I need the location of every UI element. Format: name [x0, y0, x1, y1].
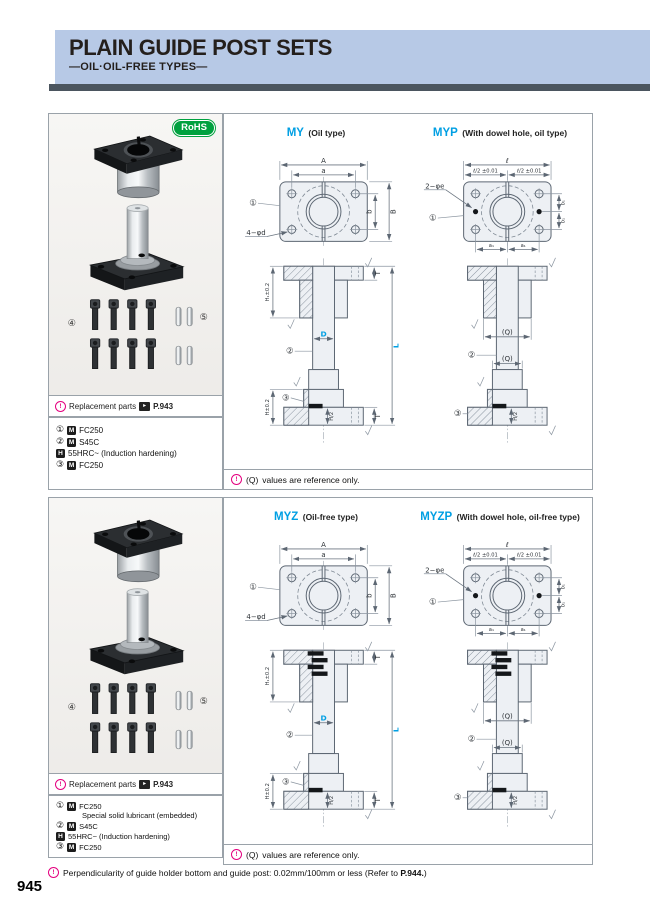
- section-titles: MYZ (Oil-free type) MYZP (With dowel hol…: [224, 507, 592, 529]
- model-desc: (Oil type): [308, 128, 346, 138]
- material-badge: M: [67, 437, 77, 447]
- material-value: FC250: [79, 842, 102, 852]
- replacement-parts-page[interactable]: P.943: [153, 779, 174, 789]
- material-badge: M: [67, 842, 77, 852]
- item-number: ①: [56, 801, 65, 811]
- screws-and-pins-photo: [57, 680, 215, 760]
- material-badge: M: [67, 801, 77, 811]
- list-item: ① M FC250: [56, 425, 215, 435]
- material-badge: M: [67, 460, 77, 470]
- list-item: ③ M FC250: [56, 460, 215, 470]
- material-value: FC250: [79, 425, 104, 435]
- q-label: (Q): [246, 849, 259, 860]
- material-value: FC250: [79, 460, 104, 470]
- note-icon: !: [231, 474, 242, 485]
- section-title-myp: MYP (With dowel hole, oil type): [408, 123, 592, 145]
- material-badge: M: [67, 821, 77, 831]
- hardness-value: 55HRC~ (Induction hardening): [68, 449, 177, 458]
- model-code: MYP: [432, 127, 458, 139]
- section-titles: MY (Oil type) MYP (With dowel hole, oil …: [224, 123, 592, 145]
- section-title-myz: MYZ (Oil-free type): [224, 507, 408, 529]
- material-value: S45C: [79, 437, 100, 447]
- guide-holder-photo: [93, 135, 183, 199]
- q-reference-note: ! (Q) values are reference only.: [224, 469, 592, 489]
- item-number: ③: [56, 842, 65, 852]
- hardness-value: 55HRC~ (Induction hardening): [68, 832, 170, 841]
- hardness-badge: H: [56, 449, 65, 458]
- replacement-parts-label: Replacement parts: [69, 401, 137, 411]
- replacement-parts-note: ! Replacement parts ▸ P.943: [49, 773, 222, 794]
- model-desc: (Oil-free type): [302, 512, 358, 522]
- model-code: MYZP: [420, 511, 453, 523]
- drawing-panel-oilfree: MYZ (Oil-free type) MYZP (With dowel hol…: [223, 497, 593, 865]
- list-item: ② M S45C: [56, 437, 215, 447]
- replacement-parts-page[interactable]: P.943: [153, 401, 174, 411]
- list-item: H 55HRC~ (Induction hardening): [56, 449, 215, 458]
- product-photo-panel-oil: RoHS ! Replacement parts ▸ P.943: [48, 113, 223, 417]
- section-title-myzp: MYZP (With dowel hole, oil-free type): [408, 507, 592, 529]
- replacement-parts-label: Replacement parts: [69, 779, 137, 789]
- guide-holder-photo: [93, 519, 183, 583]
- refer-page[interactable]: P.944.: [400, 867, 424, 878]
- q-text: values are reference only.: [262, 474, 360, 485]
- model-desc: (With dowel hole, oil type): [462, 128, 568, 138]
- hardness-badge: H: [56, 832, 65, 841]
- list-item: ② M S45C: [56, 821, 215, 831]
- materials-list-oilfree: ① M FC250 Special solid lubricant (embed…: [48, 795, 223, 858]
- header-underline: [49, 84, 650, 91]
- model-code: MYZ: [274, 511, 299, 523]
- note-icon: !: [231, 849, 242, 860]
- page-title: PLAIN GUIDE POST SETS: [69, 35, 332, 60]
- q-text: values are reference only.: [262, 849, 360, 860]
- myz-myzp-technical-drawing: [224, 541, 592, 839]
- drawing-panel-oil: MY (Oil type) MYP (With dowel hole, oil …: [223, 113, 593, 490]
- my-myp-technical-drawing: [224, 157, 592, 455]
- screws-and-pins-photo: [57, 296, 215, 376]
- item-number: ②: [56, 437, 65, 447]
- page-subtitle: —OIL·OIL-FREE TYPES—: [69, 61, 208, 74]
- materials-list-oil: ① M FC250 ② M S45C H 55HRC~ (Induction h…: [48, 417, 223, 490]
- material-badge: M: [67, 425, 77, 435]
- replacement-parts-note: ! Replacement parts ▸ P.943: [49, 395, 222, 416]
- product-photo-panel-oilfree: ! Replacement parts ▸ P.943: [48, 497, 223, 795]
- section-title-my: MY (Oil type): [224, 123, 408, 145]
- list-item: ① M FC250: [56, 801, 215, 811]
- guide-post-photo: [89, 204, 184, 291]
- list-item-sub: Special solid lubricant (embedded): [82, 811, 198, 820]
- material-value: S45C: [79, 821, 98, 831]
- q-label: (Q): [246, 474, 259, 485]
- note-icon: !: [55, 400, 66, 412]
- page-reference-icon: ▸: [139, 779, 151, 789]
- model-desc: (With dowel hole, oil-free type): [456, 512, 580, 522]
- perpendicularity-note: ! Perpendicularity of guide holder botto…: [48, 867, 427, 878]
- note-icon: !: [55, 778, 66, 790]
- note-icon: !: [48, 867, 59, 878]
- page-header: PLAIN GUIDE POST SETS —OIL·OIL-FREE TYPE…: [55, 30, 650, 84]
- model-code: MY: [286, 127, 304, 139]
- item-number: ③: [56, 460, 65, 470]
- material-value: FC250: [79, 801, 102, 811]
- perpendicularity-text: Perpendicularity of guide holder bottom …: [63, 867, 427, 878]
- page-reference-icon: ▸: [139, 401, 151, 411]
- item-number: ①: [56, 425, 65, 435]
- q-reference-note: ! (Q) values are reference only.: [224, 844, 592, 864]
- guide-post-photo: [89, 588, 184, 675]
- list-item: H 55HRC~ (Induction hardening): [56, 832, 215, 841]
- item-number: ②: [56, 821, 65, 831]
- page-number: 945: [17, 878, 43, 895]
- rohs-badge: RoHS: [172, 119, 216, 137]
- list-item: ③ M FC250: [56, 842, 215, 852]
